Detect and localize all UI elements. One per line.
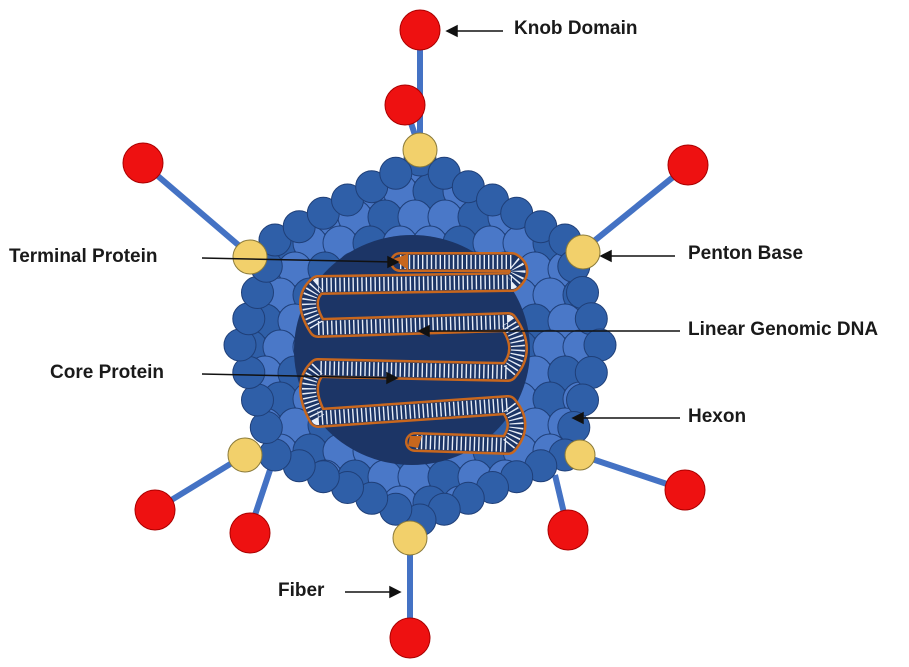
knob-top-second [385,85,425,125]
hexon-sphere [278,148,312,182]
penton-base-lower-left [228,438,262,472]
label-penton-base: Penton Base [688,243,803,265]
penton-base-right [566,235,600,269]
knob-bottom [390,618,430,658]
knob-lower-left [135,490,175,530]
penton-base-bottom [393,521,427,555]
hexon-sphere [578,148,612,182]
hexon-sphere [308,148,342,182]
hexon-sphere [488,148,522,182]
knob-top [400,10,440,50]
knob-upper-left [123,143,163,183]
hexon-sphere [248,148,282,182]
label-knob-domain: Knob Domain [514,18,638,40]
knob-lower-right [665,470,705,510]
hexon-sphere [233,174,267,208]
knob-lower-right-second [548,510,588,550]
label-linear-genomic-dna: Linear Genomic DNA [688,319,878,341]
knob-lower-left-second [230,513,270,553]
penton-base-left [233,240,267,274]
label-terminal-protein: Terminal Protein [9,246,158,268]
label-core-protein: Core Protein [50,362,164,384]
label-fiber: Fiber [278,580,324,602]
hexon-sphere [263,174,297,208]
label-hexon: Hexon [688,406,746,428]
penton-base-lower-right [565,440,595,470]
penton-base-top [403,133,437,167]
hexon-sphere [263,486,297,520]
hexon-sphere [563,174,597,208]
hexon-sphere [218,408,252,442]
hexon-sphere [548,148,582,182]
hexon-sphere [518,148,552,182]
knob-upper-right [668,145,708,185]
hexon-sphere [533,174,567,208]
hexon-sphere [218,148,252,182]
fiber-upper-left [145,165,250,255]
hexon-rim-sphere [380,157,412,189]
